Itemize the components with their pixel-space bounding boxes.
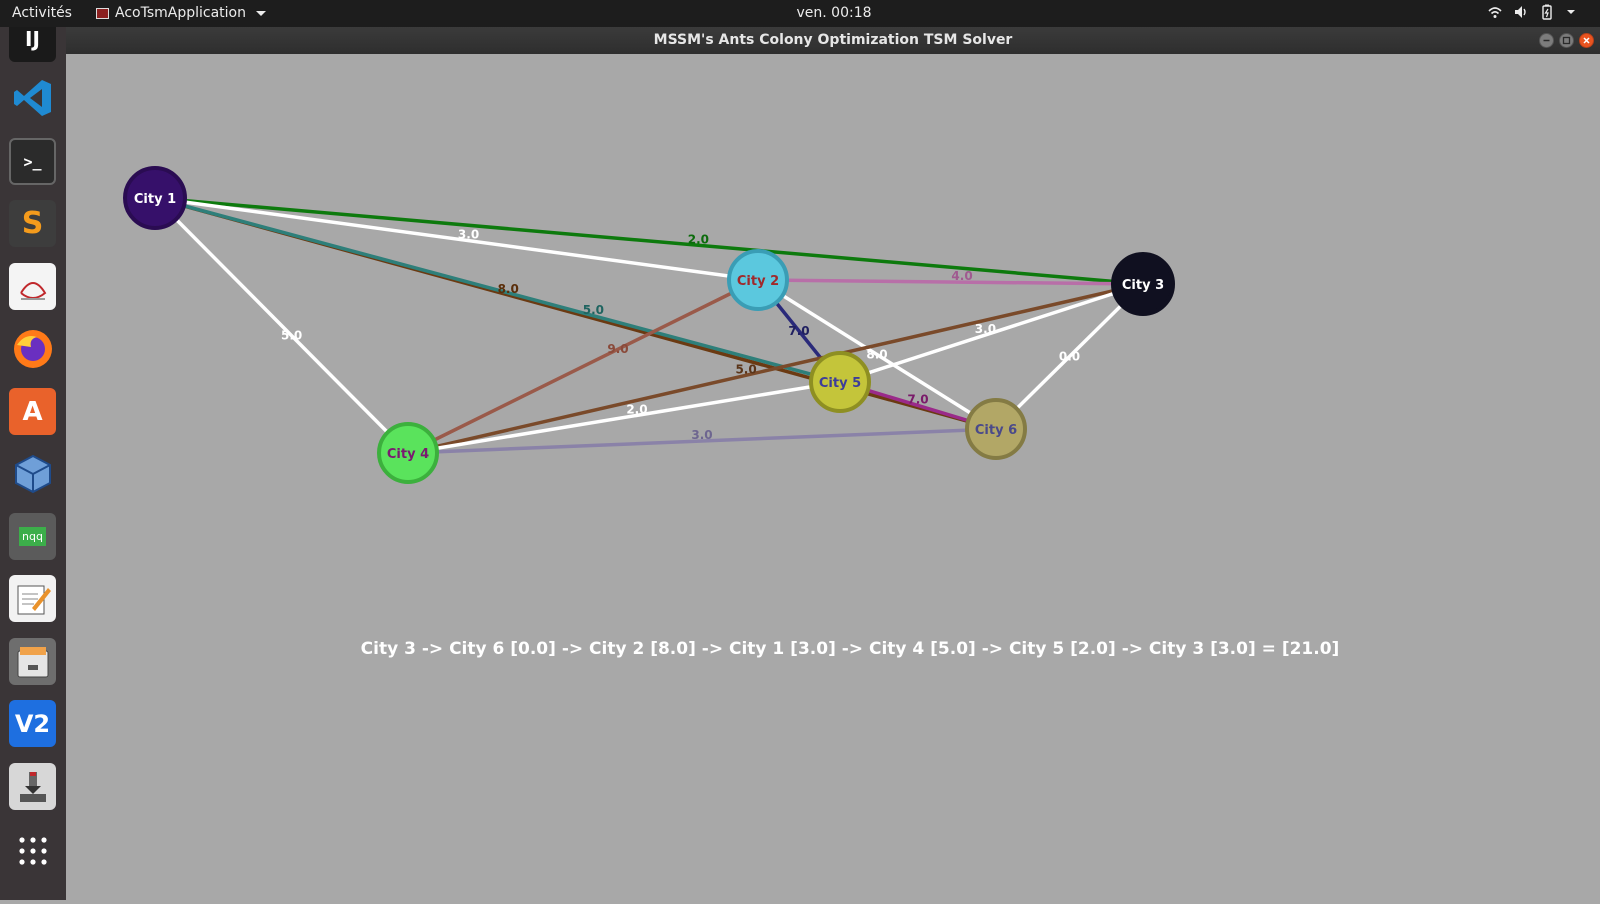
chevron-down-icon xyxy=(255,10,266,16)
pdf-viewer-icon[interactable] xyxy=(9,263,56,310)
system-top-bar: Activités AcoTsmApplication ven. 00:18 xyxy=(0,0,1600,27)
city-graph[interactable]: 2.0 3.0 8.0 5.0 5.0 4.0 9.0 7.0 8.0 5.0 3.0 0.0 2.0 3… xyxy=(66,54,1600,900)
terminal-icon[interactable]: >_ xyxy=(9,138,56,185)
dock: IJ >_ S A nqq V2 xyxy=(0,27,66,900)
vscode-icon[interactable] xyxy=(9,74,56,121)
virtualbox-icon[interactable] xyxy=(9,450,56,497)
edge-weight-label: 5.0 xyxy=(583,303,604,317)
edge-c2-c6 xyxy=(757,278,997,431)
edge-weight-label: 3.0 xyxy=(691,428,712,442)
edge-c2-c3 xyxy=(757,278,1144,286)
city-label: City 6 xyxy=(975,423,1017,438)
edge-weight-label: 2.0 xyxy=(688,232,709,246)
edge-labels-layer: 2.0 3.0 8.0 5.0 5.0 4.0 9.0 7.0 8.0 5.0 3.0 0.0 2.0 3… xyxy=(281,228,1080,442)
edge-weight-label: 0.0 xyxy=(1059,350,1080,364)
vnc-viewer-icon[interactable]: V2 xyxy=(9,700,56,747)
chevron-down-icon[interactable] xyxy=(1566,4,1580,20)
city-label: City 1 xyxy=(134,192,176,207)
city-label: City 4 xyxy=(387,447,429,462)
minimize-button[interactable] xyxy=(1539,33,1554,48)
edge-c4-c6 xyxy=(407,427,997,455)
edge-c1-c5 xyxy=(154,196,841,384)
show-apps-icon[interactable] xyxy=(9,827,56,874)
city-circle[interactable] xyxy=(809,351,871,413)
edge-c3-c4 xyxy=(407,282,1144,455)
sublime-text-icon[interactable]: S xyxy=(9,200,56,247)
wifi-icon[interactable] xyxy=(1488,4,1502,20)
activities-button[interactable]: Activités xyxy=(12,5,72,21)
firefox-icon[interactable] xyxy=(9,325,56,372)
maximize-button[interactable] xyxy=(1559,33,1574,48)
edge-c2-c4 xyxy=(407,278,759,455)
app-menu-label: AcoTsmApplication xyxy=(115,5,246,21)
edge-c3-c6 xyxy=(994,282,1145,431)
clock[interactable]: ven. 00:18 xyxy=(796,5,872,21)
city-circle[interactable] xyxy=(1111,252,1175,316)
edge-c4-c5 xyxy=(407,380,841,455)
app-menu[interactable]: AcoTsmApplication xyxy=(96,5,266,21)
system-tray[interactable] xyxy=(1488,4,1580,20)
edge-c1-c2 xyxy=(154,196,759,282)
city-node-c3[interactable]: City 3 xyxy=(1111,252,1175,316)
city-label: City 3 xyxy=(1122,278,1164,293)
text-editor-icon[interactable] xyxy=(9,575,56,622)
city-label: City 2 xyxy=(737,274,779,289)
city-circle[interactable] xyxy=(123,166,187,230)
files-archive-icon[interactable] xyxy=(9,638,56,685)
city-label: City 5 xyxy=(819,376,861,391)
battery-icon[interactable] xyxy=(1540,4,1554,20)
city-node-c5[interactable]: City 5 xyxy=(809,351,871,413)
city-circle[interactable] xyxy=(965,398,1027,460)
edge-weight-label: 5.0 xyxy=(281,329,302,343)
app-window: MSSM's Ants Colony Optimization TSM Solv… xyxy=(66,27,1600,900)
edge-c3-c5 xyxy=(839,282,1144,384)
city-node-c1[interactable]: City 1 xyxy=(123,166,187,230)
best-route-text: City 3 -> City 6 [0.0] -> City 2 [8.0] -… xyxy=(360,639,1340,659)
city-node-c4[interactable]: City 4 xyxy=(377,422,439,484)
window-title: MSSM's Ants Colony Optimization TSM Solv… xyxy=(653,32,1013,48)
city-node-c2[interactable]: City 2 xyxy=(727,249,789,311)
edge-weight-label: 7.0 xyxy=(788,324,809,338)
volume-icon[interactable] xyxy=(1514,4,1528,20)
edge-c1-c4 xyxy=(153,196,410,455)
edge-weight-label: 2.0 xyxy=(626,402,647,416)
app-window-icon xyxy=(96,7,109,19)
edge-weight-label: 3.0 xyxy=(975,322,996,336)
edge-weight-label: 3.0 xyxy=(458,228,479,242)
graph-canvas[interactable]: 2.0 3.0 8.0 5.0 5.0 4.0 9.0 7.0 8.0 5.0 3.0 0.0 2.0 3… xyxy=(66,54,1600,900)
edge-weight-label: 7.0 xyxy=(907,393,928,407)
edge-weight-label: 4.0 xyxy=(951,269,972,283)
edge-weight-label: 8.0 xyxy=(866,348,887,362)
cities-layer: City 1 City 2 City 3 City 4 City 5 City 6 xyxy=(123,166,1175,484)
edge-c1-c3 xyxy=(154,196,1144,286)
city-circle[interactable] xyxy=(727,249,789,311)
intellij-icon[interactable]: IJ xyxy=(9,27,56,62)
window-titlebar[interactable]: MSSM's Ants Colony Optimization TSM Solv… xyxy=(66,27,1600,54)
notepadqq-icon[interactable]: nqq xyxy=(9,513,56,560)
edge-weight-label: 8.0 xyxy=(498,282,519,296)
edge-weight-label: 9.0 xyxy=(607,342,628,356)
edge-weight-label: 5.0 xyxy=(735,362,756,376)
software-center-icon[interactable]: A xyxy=(9,388,56,435)
usb-creator-icon[interactable] xyxy=(9,763,56,810)
city-circle[interactable] xyxy=(377,422,439,484)
city-node-c6[interactable]: City 6 xyxy=(965,398,1027,460)
close-button[interactable] xyxy=(1579,33,1594,48)
